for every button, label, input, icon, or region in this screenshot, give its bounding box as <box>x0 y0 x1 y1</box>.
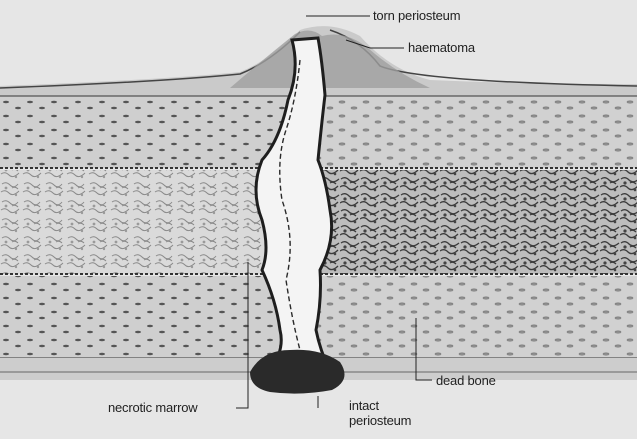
label-torn-periosteum: torn periosteum <box>373 8 461 23</box>
label-periosteum: periosteum <box>349 413 412 428</box>
marrow-cavity-right <box>320 170 637 274</box>
marrow-cavity-left <box>0 170 270 274</box>
leader-dead-bone <box>415 318 432 381</box>
lower-haematoma <box>250 349 345 394</box>
label-dead-bone: dead bone <box>436 373 496 388</box>
haematoma-mound <box>230 30 430 89</box>
label-intact: intact <box>349 398 379 413</box>
label-haematoma: haematoma <box>408 40 475 55</box>
label-necrotic-marrow: necrotic marrow <box>108 400 198 415</box>
leader-necrotic-marrow <box>236 262 249 409</box>
leader-haematoma <box>345 39 404 49</box>
